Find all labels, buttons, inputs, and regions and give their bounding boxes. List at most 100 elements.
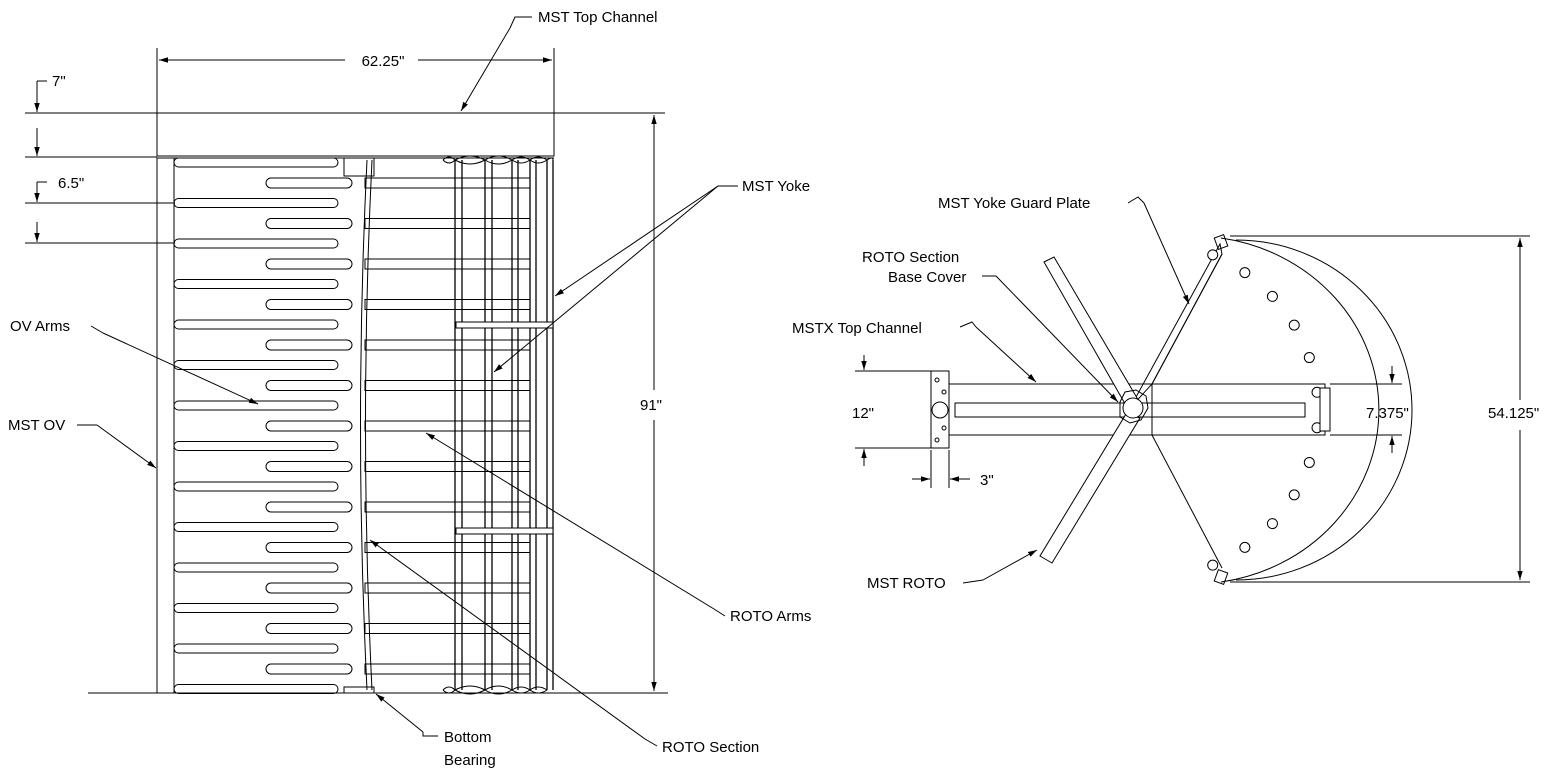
roto-arms-group	[265, 177, 353, 675]
roto-hub-octagon	[1119, 389, 1149, 424]
leader-base-cover	[995, 275, 1119, 403]
roto-arm-right	[364, 461, 531, 472]
leader-ov	[96, 424, 157, 469]
roto-wings	[1039, 256, 1149, 564]
label-base-cover-1: ROTO Section	[862, 249, 959, 266]
yoke-bar	[1288, 489, 1300, 501]
ov-arm	[173, 238, 339, 249]
yoke-bar	[1266, 290, 1278, 302]
dimension-width-label: 62.25"	[362, 53, 405, 70]
roto-arm-left	[265, 461, 353, 472]
side-elevation-view: 62.25" 7" 6.5" 91" MST	[8, 9, 811, 769]
roto-arm-right	[364, 218, 531, 229]
ov-arm	[173, 481, 339, 492]
leader-yoke-guard-plate	[1143, 202, 1190, 305]
guard-plate-edge-top	[1151, 253, 1223, 385]
roto-arms-right-group	[364, 177, 531, 675]
dimension-arm-spacing-label: 6.5"	[58, 175, 84, 192]
dimension-top-channel-height	[25, 80, 157, 158]
yoke-bar	[1266, 518, 1278, 530]
plan-view: 12" 3" 7.375" 54.125" MST Yoke Guard	[792, 195, 1539, 592]
label-base-cover-2: Base Cover	[888, 269, 966, 286]
dimension-channel-depth-label: 12"	[852, 405, 874, 422]
ov-arm	[173, 319, 339, 330]
leader-roto-section	[369, 539, 646, 740]
leader-mst-roto	[982, 549, 1038, 581]
label-mst-ov: MST OV	[8, 417, 65, 434]
ov-post-shape	[156, 157, 175, 694]
roto-arm-left	[265, 501, 353, 513]
dimension-total-height	[554, 112, 665, 694]
yoke-bar	[1288, 319, 1300, 331]
dimension-post-width-label: 3"	[980, 472, 994, 489]
roto-arm-right	[364, 623, 531, 634]
dimension-arm-spacing	[25, 181, 175, 244]
yoke-bar	[1239, 541, 1251, 553]
leader-roto-arms	[425, 432, 715, 610]
yoke-arc-inner	[1235, 239, 1413, 581]
dimension-yoke-depth	[1330, 366, 1402, 453]
dimension-yoke-depth-label: 7.375"	[1366, 405, 1409, 422]
label-bottom-bearing-2: Bearing	[444, 752, 496, 769]
roto-arm-left	[265, 663, 353, 675]
roto-arm-left	[265, 339, 353, 351]
ov-arm	[173, 441, 339, 451]
roto-center-post-shape-2	[365, 159, 373, 691]
label-mstx-top-channel: MSTX Top Channel	[792, 320, 922, 337]
roto-wing-top	[1043, 256, 1141, 410]
roto-arm-left	[265, 380, 353, 391]
roto-arm-right	[364, 258, 531, 270]
channel-end-cap	[1319, 387, 1331, 432]
roto-arm-left	[265, 299, 353, 310]
yoke-end-top	[1213, 234, 1229, 250]
roto-arm-right	[364, 501, 531, 513]
dimension-overall-width	[1230, 235, 1530, 583]
leader-bottom-bearing	[375, 693, 424, 733]
roto-arm-left	[265, 542, 353, 553]
roto-arm-left	[265, 258, 353, 270]
ov-arm	[173, 157, 339, 168]
roto-arm-right	[364, 663, 531, 675]
ov-arm	[173, 522, 339, 532]
leader-top-channel	[509, 16, 532, 29]
roto-hub-circle	[1122, 397, 1144, 419]
ov-arm	[173, 360, 339, 370]
label-bottom-bearing-1: Bottom	[444, 729, 492, 746]
roto-arm-left	[265, 177, 353, 189]
leader-yoke-1	[554, 185, 719, 297]
ov-arm	[173, 643, 339, 654]
dimension-width	[156, 48, 555, 113]
roto-arm-right	[364, 177, 531, 189]
roto-arm-right	[364, 542, 531, 553]
roto-arm-left	[265, 582, 353, 594]
ov-arm	[173, 603, 339, 613]
dimension-overall-width-label: 54.125"	[1488, 405, 1539, 422]
roto-arm-right	[364, 380, 531, 391]
label-mst-yoke: MST Yoke	[742, 178, 810, 195]
dimension-post-width	[912, 450, 970, 488]
bottom-bearing-shape	[343, 686, 375, 694]
leader-mstx-top-channel	[975, 326, 1037, 383]
leader-yoke-2	[493, 185, 719, 373]
roto-arm-right	[364, 339, 531, 351]
ov-arm	[173, 562, 339, 573]
label-mst-roto: MST ROTO	[867, 575, 946, 592]
yoke-cage	[442, 155, 554, 695]
roto-arm-left	[265, 420, 353, 432]
yoke-bar	[1303, 352, 1315, 364]
yoke-bar	[1239, 267, 1251, 279]
leader-ov-arms	[102, 332, 259, 405]
label-ov-arms: OV Arms	[10, 318, 70, 335]
label-roto-arms: ROTO Arms	[730, 608, 811, 625]
ov-arm	[173, 684, 339, 694]
yoke-arc-outer	[1220, 237, 1380, 583]
roto-arm-right	[364, 582, 531, 594]
ov-arms-group	[173, 157, 339, 694]
mount-post-circle	[931, 401, 949, 419]
yoke-bar	[1207, 249, 1219, 261]
dimension-total-height-label: 91"	[640, 397, 662, 414]
label-mst-top-channel: MST Top Channel	[538, 9, 658, 26]
roto-arm-right	[364, 299, 531, 310]
label-roto-section: ROTO Section	[662, 739, 759, 756]
yoke-end-bottom	[1213, 569, 1229, 585]
